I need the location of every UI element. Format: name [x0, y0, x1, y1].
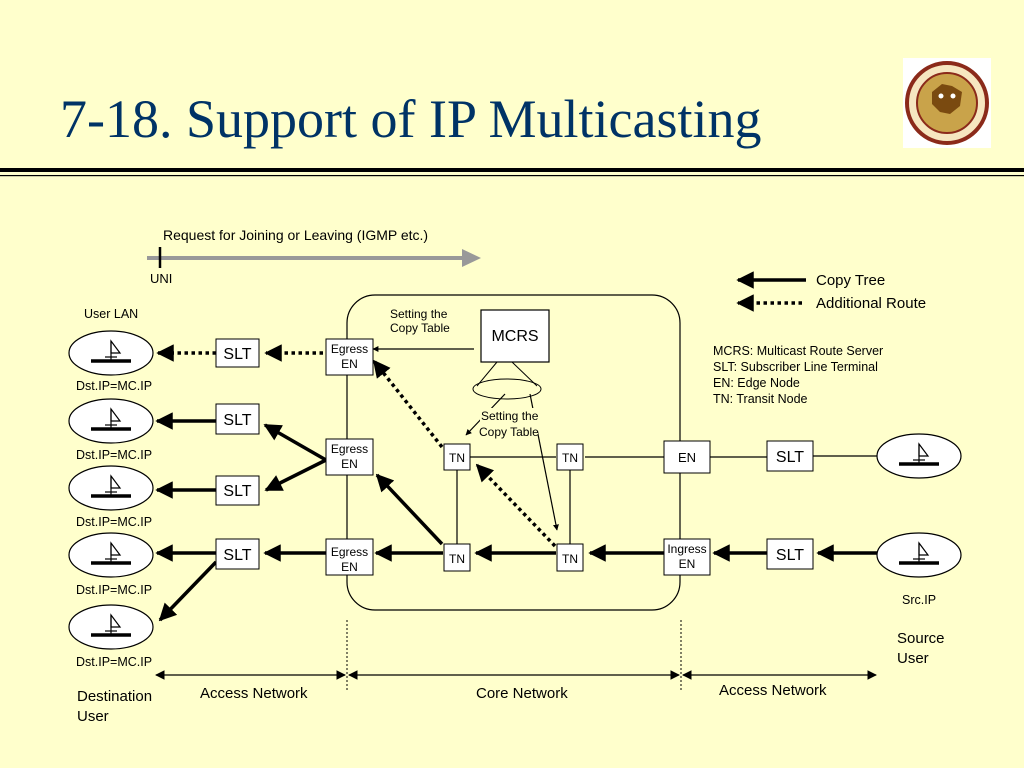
source-lan: [876, 532, 962, 578]
tn-node: TN: [556, 443, 584, 471]
tn-label: TN: [562, 451, 578, 465]
en-label: EN: [341, 560, 358, 574]
slt-label: SLT: [776, 449, 804, 466]
slt-node: SLT: [215, 338, 260, 368]
source-user-label: Source: [897, 630, 945, 647]
setting-copy-table-label: Setting the: [481, 409, 539, 423]
slt-node: SLT: [766, 538, 814, 570]
slt-label: SLT: [223, 412, 251, 429]
src-ip-label: Src.IP: [902, 593, 936, 607]
dst-ip-label: Dst.IP=MC.IP: [76, 655, 152, 669]
destination-lan: [68, 398, 154, 444]
dst-ip-label: Dst.IP=MC.IP: [76, 583, 152, 597]
page-title: 7-18. Support of IP Multicasting: [60, 89, 761, 149]
slt-label: SLT: [223, 483, 251, 500]
tn-node: TN: [556, 543, 584, 572]
antenna-icon: [91, 339, 131, 363]
ingress-en-node: Ingress EN: [663, 538, 711, 576]
en-label: EN: [341, 457, 358, 471]
setting-copy-table-label: Setting the: [390, 307, 448, 321]
setting-copy-table-label: Copy Table: [479, 425, 539, 439]
uni-label: UNI: [150, 271, 172, 286]
mcrs-label: MCRS: [491, 328, 538, 345]
title-rule-thin: [0, 175, 1024, 177]
additional-route-arrows: [156, 344, 557, 548]
en-label: EN: [341, 357, 358, 371]
setting-copy-table-label: Copy Table: [390, 321, 450, 335]
slt-node: SLT: [766, 440, 814, 472]
legend-definition: MCRS: Multicast Route Server: [713, 344, 883, 358]
legend: Copy Tree Additional Route MCRS: Multica…: [713, 271, 926, 406]
legend-definition: SLT: Subscriber Line Terminal: [713, 360, 878, 374]
ellipse-label-mask: [480, 408, 538, 435]
network-separators: [346, 620, 682, 690]
request-label: Request for Joining or Leaving (IGMP etc…: [163, 227, 428, 243]
access-network-label: Access Network: [200, 685, 308, 702]
en-type-label: Egress: [331, 545, 368, 559]
mcrs-fan: [472, 361, 542, 400]
dst-ip-label: Dst.IP=MC.IP: [76, 448, 152, 462]
egress-en-node: Egress EN: [325, 538, 374, 576]
destination-lan: [68, 330, 154, 376]
destination-lan: [68, 604, 154, 650]
egress-en-node: Egress EN: [325, 338, 374, 376]
dst-ip-label: Dst.IP=MC.IP: [76, 515, 152, 529]
slt-node: SLT: [215, 403, 260, 435]
request-arrow-head: [462, 249, 481, 267]
university-logo: [903, 58, 991, 148]
antenna-icon: [899, 442, 939, 466]
slt-label: SLT: [776, 547, 804, 564]
slt-label: SLT: [223, 346, 251, 363]
destination-user-label: Destination: [77, 688, 152, 705]
en-label: EN: [679, 557, 696, 571]
tn-node: TN: [443, 443, 471, 471]
en-type-label: Egress: [331, 442, 368, 456]
core-en-node: EN: [663, 440, 711, 474]
antenna-icon: [91, 407, 131, 431]
mcrs-node: MCRS: [480, 309, 550, 363]
tn-label: TN: [562, 552, 578, 566]
access-network-label: Access Network: [719, 682, 827, 699]
en-type-label: Ingress: [667, 542, 706, 556]
en-label: EN: [678, 450, 696, 465]
tn-node: TN: [443, 543, 471, 572]
legend-copy-tree: Copy Tree: [816, 272, 885, 289]
legend-additional-route: Additional Route: [816, 295, 926, 312]
antenna-icon: [899, 541, 939, 565]
dst-ip-label: Dst.IP=MC.IP: [76, 379, 152, 393]
destination-lan: [68, 532, 154, 578]
copy-tree-arrows: [155, 412, 877, 622]
slt-label: SLT: [223, 547, 251, 564]
antenna-icon: [91, 474, 131, 498]
user-lan-label: User LAN: [84, 307, 138, 321]
legend-definition: TN: Transit Node: [713, 392, 808, 406]
tn-label: TN: [449, 552, 465, 566]
title-rule-thick: [0, 168, 1024, 172]
core-network-label: Core Network: [476, 685, 568, 702]
egress-en-node: Egress EN: [325, 438, 374, 476]
source-user-label: User: [897, 650, 929, 667]
destination-lan: [68, 465, 154, 511]
antenna-icon: [91, 613, 131, 637]
slt-node: SLT: [215, 538, 260, 570]
destination-user-label: User: [77, 708, 109, 725]
source-lan: [876, 433, 962, 479]
slt-node: SLT: [215, 475, 260, 506]
antenna-icon: [91, 541, 131, 565]
legend-definition: EN: Edge Node: [713, 376, 800, 390]
tn-label: TN: [449, 451, 465, 465]
en-type-label: Egress: [331, 342, 368, 356]
